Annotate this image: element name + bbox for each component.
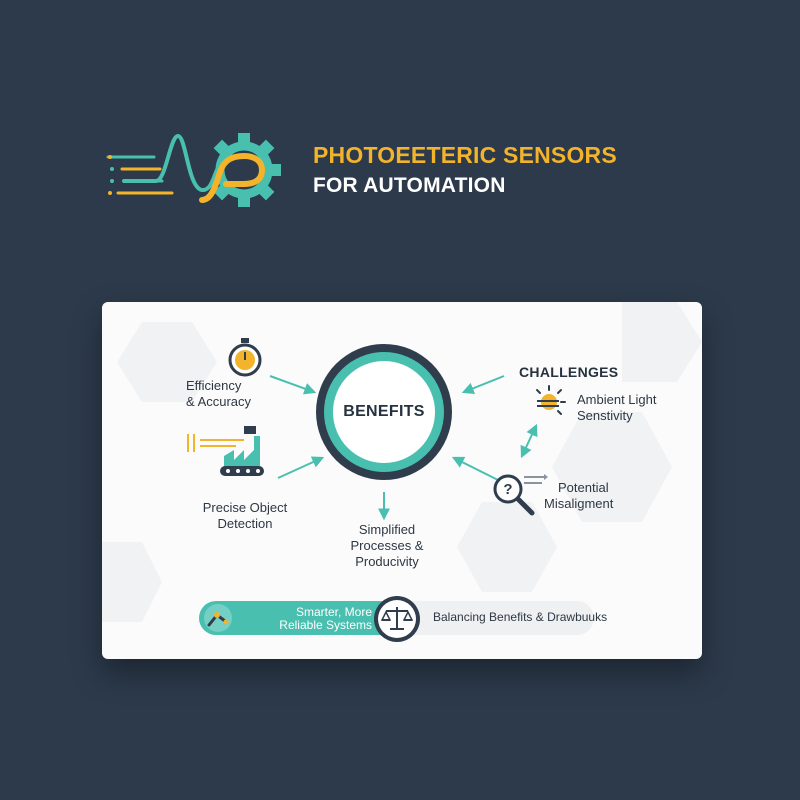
- footer-left-text: Smarter, More Reliable Systems: [279, 605, 372, 632]
- sun-icon: [536, 385, 566, 415]
- benefits-hub-label: BENEFITS: [343, 403, 425, 420]
- page-title: PHOTOEETERIC SENSORS: [313, 142, 617, 168]
- challenge-ambient-light-label: Ambient Light Senstivity: [577, 392, 657, 423]
- benefit-efficiency-label: Efficiency & Accuracy: [186, 378, 252, 409]
- challenge-misalignment-label: Potential Misaligment: [544, 480, 614, 511]
- arrow-detection: [277, 456, 325, 479]
- diagram-graphics: ?: [102, 302, 702, 622]
- svg-text:?: ?: [503, 481, 512, 498]
- magnifier-question-icon: ?: [493, 474, 548, 516]
- arrow-between-challenges: [520, 423, 538, 459]
- diagram-card: ? BENEFITS Efficiency & Accuracy Precise…: [102, 302, 702, 659]
- balance-scale-icon: [374, 596, 420, 642]
- signal-gear-logo-icon: [106, 133, 281, 207]
- page-subtitle: FOR AUTOMATION: [313, 174, 506, 197]
- footer-right-text: Balancing Benefits & Drawbuuks: [433, 610, 608, 624]
- stopwatch-icon: [228, 338, 262, 377]
- arrow-challenges: [461, 375, 505, 395]
- arrow-misalignment: [451, 456, 499, 481]
- robot-arm-icon: [204, 604, 232, 632]
- arrow-efficiency: [269, 375, 317, 395]
- benefit-detection-label: Precise Object Detection: [202, 500, 288, 531]
- benefit-processes-label: Simplified Processes & Producivity: [350, 522, 424, 569]
- footer-pill-left: [199, 601, 397, 635]
- challenges-title: CHALLENGES: [519, 364, 619, 380]
- factory-sensor-icon: [187, 426, 264, 476]
